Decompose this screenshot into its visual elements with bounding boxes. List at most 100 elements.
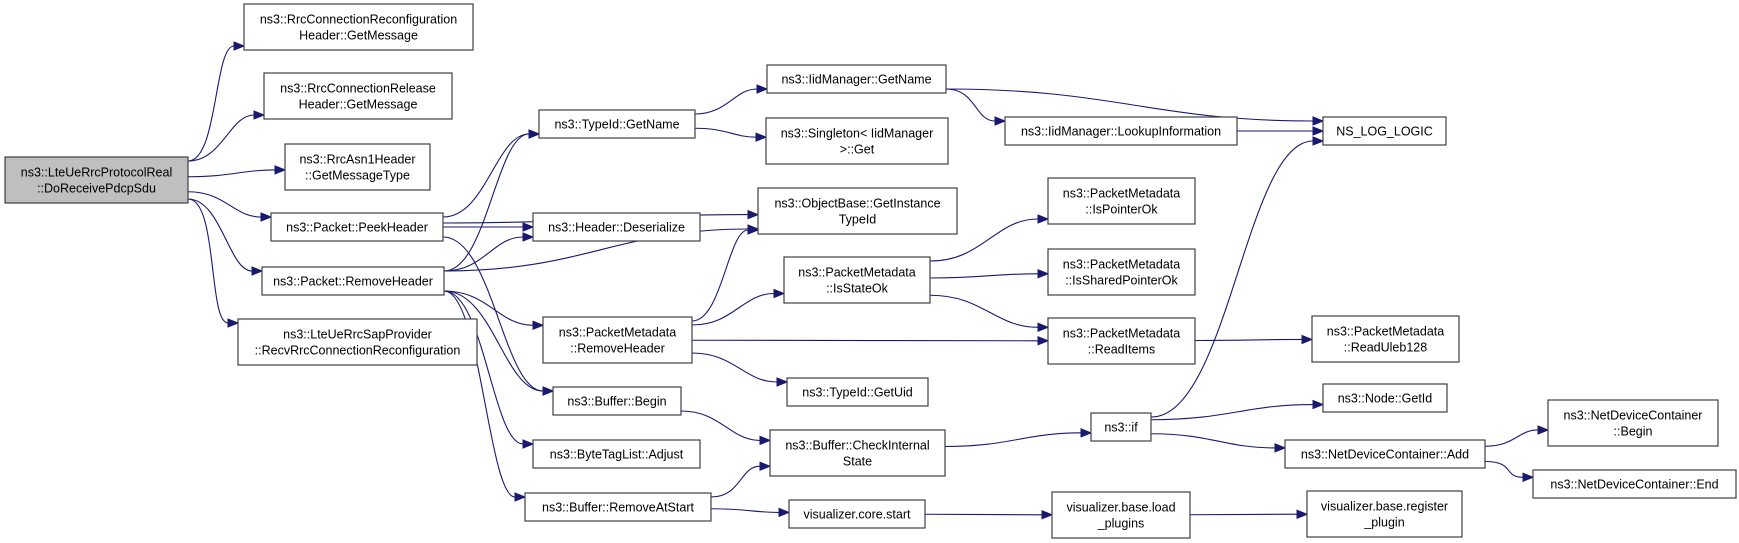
graph-node-recvRrcConnReconf[interactable]: ns3::LteUeRrcSapProvider::RecvRrcConnect…	[237, 318, 478, 366]
edge-line	[443, 133, 530, 272]
arrowhead-icon	[522, 232, 535, 242]
edge-peekHeader-to-bufferBegin	[442, 236, 555, 396]
node-box	[1090, 412, 1152, 442]
node-label: ns3::LteUeRrcProtocolReal	[21, 166, 172, 180]
graph-node-ndcAdd[interactable]: ns3::NetDeviceContainer::Add	[1284, 439, 1486, 469]
node-box	[237, 318, 478, 366]
node-label: ns3::TypeId::GetUid	[802, 386, 913, 400]
edge-pmRemoveHeader-to-pmIsStateOk	[691, 288, 786, 326]
graph-node-bufferBegin[interactable]: ns3::Buffer::Begin	[552, 386, 682, 416]
node-box	[1322, 383, 1448, 413]
node-label: ns3::RrcAsn1Header	[299, 153, 415, 167]
graph-node-visualizerLoadPlugins[interactable]: visualizer.base.load_plugins	[1051, 491, 1191, 539]
edge-ns3if-to-nsLogLogic	[1150, 136, 1325, 418]
graph-node-ndcBegin[interactable]: ns3::NetDeviceContainer::Begin	[1547, 399, 1719, 447]
node-box	[261, 266, 445, 296]
edge-removeHeader-to-headerDeserialize	[443, 232, 535, 272]
graph-node-peekHeader[interactable]: ns3::Packet::PeekHeader	[270, 212, 444, 242]
graph-node-rrcAsn1GetMsgType[interactable]: ns3::RrcAsn1Header::GetMessageType	[284, 143, 431, 191]
edge-visualizerLoadPlugins-to-visualizerRegisterPlugin	[1189, 509, 1309, 519]
node-box	[769, 429, 946, 477]
graph-node-visualizerRegisterPlugin[interactable]: visualizer.base.register_plugin	[1306, 490, 1463, 538]
edge-typeIdGetName-to-iidMgrGetName	[694, 84, 769, 115]
graph-node-bufferRemoveAtStart[interactable]: ns3::Buffer::RemoveAtStart	[524, 492, 712, 522]
graph-node-typeIdGetName[interactable]: ns3::TypeId::GetName	[538, 109, 696, 139]
edge-line	[1150, 433, 1276, 449]
graph-node-byteTagListAdjust[interactable]: ns3::ByteTagList::Adjust	[532, 439, 701, 469]
node-label: ns3::RrcConnectionReconfiguration	[260, 13, 457, 27]
edge-line	[187, 198, 253, 272]
edge-line	[1150, 140, 1314, 418]
graph-node-visualizerCoreStart[interactable]: visualizer.core.start	[788, 499, 926, 529]
arrowhead-icon	[522, 439, 535, 449]
edge-line	[442, 236, 544, 392]
node-label: ns3::PacketMetadata	[1063, 187, 1180, 201]
edge-line	[694, 88, 758, 115]
edge-line	[1194, 338, 1303, 342]
edge-line	[694, 127, 757, 138]
graph-node-pmIsSharedPointerOk[interactable]: ns3::PacketMetadata::IsSharedPointerOk	[1047, 248, 1196, 296]
graph-node-iidMgrLookupInfo[interactable]: ns3::IidManager::LookupInformation	[1004, 116, 1238, 146]
node-label: ::RecvRrcConnectionReconfiguration	[255, 344, 461, 358]
edge-removeHeader-to-bufferBegin	[443, 290, 555, 396]
edge-removeHeader-to-typeIdGetName	[443, 129, 541, 272]
node-label: ::IsSharedPointerOk	[1065, 274, 1178, 288]
node-box	[1322, 116, 1447, 146]
graph-node-pmIsStateOk[interactable]: ns3::PacketMetadata::IsStateOk	[783, 256, 931, 304]
node-label: ns3::PacketMetadata	[798, 266, 915, 280]
arrowhead-icon	[532, 320, 545, 331]
graph-node-rrcReleaseGetMsg[interactable]: ns3::RrcConnectionReleaseHeader::GetMess…	[263, 72, 453, 120]
node-box	[757, 187, 958, 235]
graph-node-pmReadUleb128[interactable]: ns3::PacketMetadata::ReadUleb128	[1311, 315, 1460, 363]
node-label: ns3::PacketMetadata	[1063, 327, 1180, 341]
edge-line	[443, 290, 524, 445]
arrowhead-icon	[251, 266, 264, 276]
graph-node-rrcReconfGetMsg[interactable]: ns3::RrcConnectionReconfigurationHeader:…	[243, 3, 474, 51]
arrowhead-icon	[747, 209, 760, 220]
arrowhead-icon	[747, 225, 760, 235]
edge-typeIdGetName-to-singletonGet	[694, 127, 768, 142]
edge-bufferBegin-to-bufferCheckInternalState	[680, 410, 772, 446]
graph-node-typeIdGetUid[interactable]: ns3::TypeId::GetUid	[786, 377, 929, 407]
graph-node-nodeGetId[interactable]: ns3::Node::GetId	[1322, 383, 1448, 413]
edge-pmIsStateOk-to-pmIsSharedPointerOk	[929, 269, 1050, 279]
node-label: ns3::Buffer::RemoveAtStart	[542, 501, 694, 515]
node-label: ns3::PacketMetadata	[559, 326, 676, 340]
node-label: TypeId	[839, 213, 877, 227]
node-box	[532, 439, 701, 469]
arrowhead-icon	[756, 84, 769, 94]
arrowhead-icon	[522, 222, 535, 232]
edge-ndcAdd-to-ndcEnd	[1484, 460, 1535, 482]
graph-node-pmIsPointerOk[interactable]: ns3::PacketMetadata::IsPointerOk	[1047, 177, 1196, 225]
graph-node-headerDeserialize[interactable]: ns3::Header::Deserialize	[532, 212, 701, 242]
graph-node-ndcEnd[interactable]: ns3::NetDeviceContainer::End	[1532, 469, 1737, 499]
graph-node-pmReadItems[interactable]: ns3::PacketMetadata::ReadItems	[1047, 317, 1196, 365]
arrowhead-icon	[1522, 472, 1535, 482]
graph-node-iidMgrGetName[interactable]: ns3::IidManager::GetName	[766, 64, 947, 94]
node-label: ns3::ObjectBase::GetInstance	[774, 197, 940, 211]
node-label: ::RemoveHeader	[570, 342, 665, 356]
node-label: ns3::Buffer::CheckInternal	[785, 439, 929, 453]
edge-line	[929, 273, 1039, 279]
graph-node-root[interactable]: ns3::LteUeRrcProtocolReal::DoReceivePdcp…	[4, 156, 189, 204]
node-box	[1306, 490, 1463, 538]
arrowhead-icon	[776, 377, 789, 387]
edge-line	[443, 228, 749, 272]
node-label: ::DoReceivePdcpSdu	[37, 182, 156, 196]
graph-node-singletonGet[interactable]: ns3::Singleton< IidManager>::Get	[765, 117, 949, 165]
edge-line	[710, 508, 780, 513]
graph-node-removeHeader[interactable]: ns3::Packet::RemoveHeader	[261, 266, 445, 296]
edge-line	[187, 169, 276, 178]
node-label: ns3::NetDeviceContainer::Add	[1301, 448, 1469, 462]
node-label: ns3::Header::Deserialize	[548, 221, 685, 235]
graph-node-pmRemoveHeader[interactable]: ns3::PacketMetadata::RemoveHeader	[542, 316, 693, 364]
edge-root-to-rrcAsn1GetMsgType	[187, 165, 287, 178]
node-box	[1051, 491, 1191, 539]
edge-line	[443, 290, 544, 392]
graph-node-nsLogLogic[interactable]: NS_LOG_LOGIC	[1322, 116, 1447, 146]
graph-node-ns3if[interactable]: ns3::if	[1090, 412, 1152, 442]
arrowhead-icon	[1296, 509, 1309, 519]
node-box	[1311, 315, 1460, 363]
